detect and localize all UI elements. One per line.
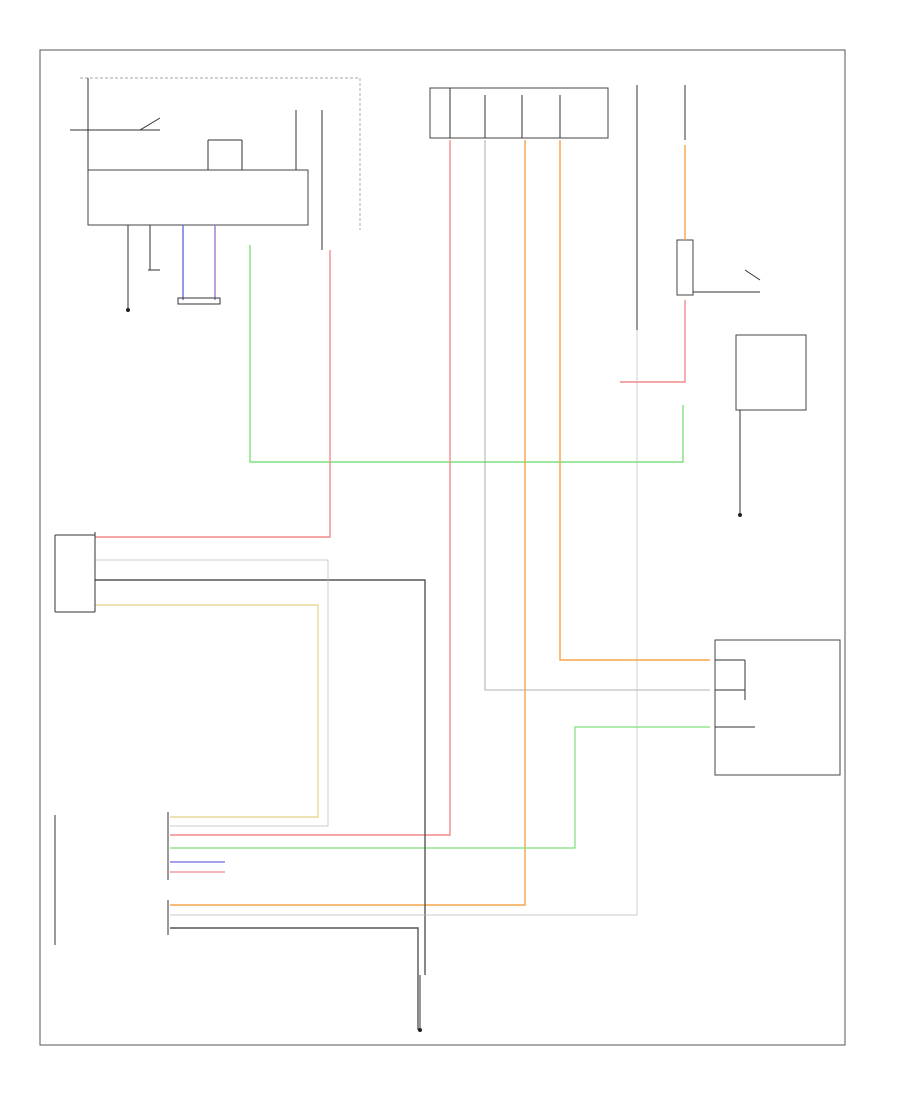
horn-module-box [735,334,807,411]
wire-green-lower [170,726,710,849]
left-middle-module [54,532,96,613]
right-lower-module-box [714,639,841,776]
wire-green-horizontal [249,245,684,463]
top-left-module [70,77,361,312]
diagram-frame [39,49,846,1046]
wire-orange-long [170,140,526,906]
wire-red-right-relay [620,300,686,383]
wire-yellow [95,604,319,818]
horn-ground-node [738,513,742,517]
top-left-module-box [87,169,309,226]
wire-gray-thin [484,140,710,691]
top-left-module-dashed-frame [80,77,361,230]
relay-box [676,239,694,296]
bottom-ground-node [418,1028,422,1032]
ground-node [126,308,130,312]
right-lower-module [714,639,841,776]
wire-gray-dark [95,579,426,975]
wire-thin-outline [95,559,329,827]
fuse-block-box [429,87,609,139]
fuse-block-right [636,85,807,517]
wire-red-long [170,140,451,836]
wire-red-left [95,250,331,538]
relay-switch-contact [744,269,761,281]
bottom-left-module [54,812,169,945]
wire-thin-bottom [170,330,638,916]
fuse-block-center [429,87,609,139]
connector-block [177,297,221,305]
wire-gray-bottom [170,927,419,1030]
switch-contact [139,117,161,131]
wire-orange-right [559,140,710,661]
